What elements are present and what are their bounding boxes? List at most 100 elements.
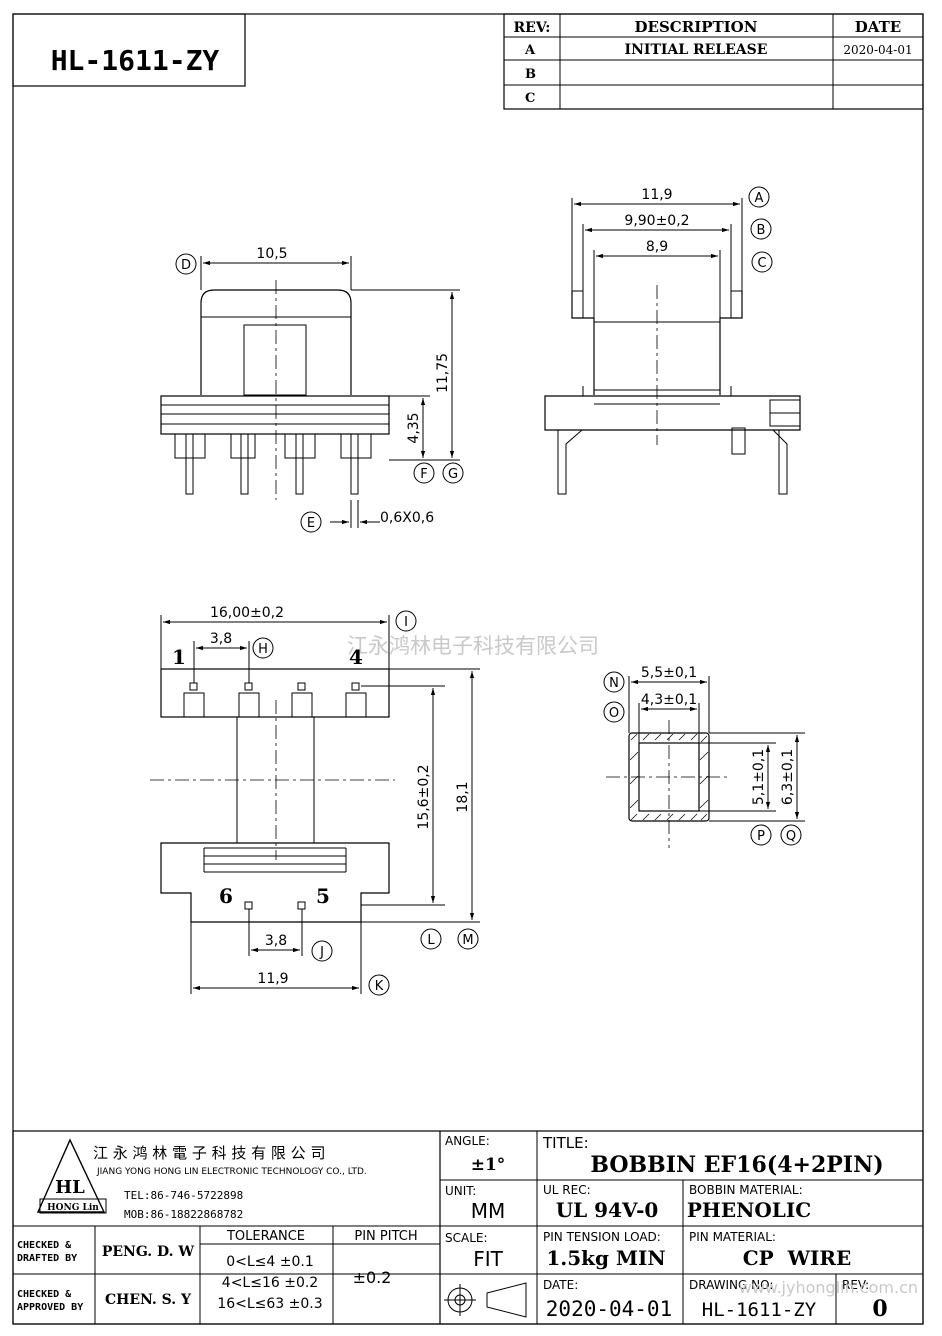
angle-label: ANGLE: (445, 1134, 490, 1148)
company-name-en: JIANG YONG HONG LIN ELECTRONIC TECHNOLOG… (96, 1167, 367, 1177)
unit-value: MM (471, 1199, 506, 1223)
pin-tension-label: PIN TENSION LOAD: (543, 1230, 661, 1244)
svg-text:CHECKED &: CHECKED & (17, 1240, 72, 1251)
pin-material-label: PIN MATERIAL: (689, 1230, 776, 1244)
pin-pitch-label: PIN PITCH (354, 1229, 417, 1244)
callout-b: B (757, 223, 766, 238)
callout-e: E (307, 516, 315, 531)
ul-label: UL REC: (543, 1183, 591, 1197)
company-logo: HL HONG Lin (36, 1138, 107, 1214)
logo-text: HONG Lin (47, 1203, 99, 1213)
drawing-no-label: DRAWING NO: (689, 1278, 773, 1292)
drawing-no-value: HL-1611-ZY (702, 1299, 817, 1321)
dim-core-outer-w: 5,5±0,1 (641, 665, 697, 681)
company-name-cn: 江 永 鸿 林 電 子 科 技 有 限 公 司 (93, 1144, 325, 1162)
ul-value: UL 94V-0 (556, 1198, 659, 1222)
bobbin-material-value: PHENOLIC (687, 1198, 811, 1222)
pin-tension-value: 1.5kg MIN (546, 1246, 665, 1270)
rev-row-b: B (525, 67, 536, 82)
tolerance-label: TOLERANCE (226, 1229, 305, 1244)
callout-h: H (258, 642, 268, 657)
part-number-box: HL-1611-ZY (12, 13, 246, 87)
scale-value: FIT (473, 1247, 503, 1271)
rev-row-a: A (524, 43, 536, 58)
rev-value: 0 (872, 1296, 887, 1322)
callout-o: O (609, 706, 619, 721)
callout-q: Q (786, 829, 796, 844)
dim-bottom-pitch-bot: 3,8 (265, 933, 287, 949)
dim-front-width: 10,5 (256, 246, 287, 262)
pin-label-4: 4 (349, 645, 363, 669)
svg-text:CHECKED &: CHECKED & (17, 1289, 72, 1300)
front-view (160, 280, 390, 500)
tolerance-row-2: 4<L≤16 ±0.2 (222, 1275, 318, 1291)
unit-label: UNIT: (445, 1184, 476, 1198)
dim-bottom-pitch-top: 3,8 (210, 631, 232, 647)
core-section-dimensions: 5,5±0,1 N 4,3±0,1 O 5,1±0,1 P 6,3±0,1 Q (603, 665, 805, 846)
date-value: 2020-04-01 (546, 1297, 672, 1321)
title-label: TITLE: (542, 1134, 589, 1152)
callout-p: P (757, 829, 765, 844)
dim-bottom-base-width: 11,9 (257, 971, 288, 987)
date-col-header: DATE (855, 18, 901, 36)
callout-g: G (448, 467, 458, 482)
dim-side-inner: 8,9 (646, 239, 668, 255)
rev-col-header: REV: (514, 20, 551, 36)
svg-text:APPROVED BY: APPROVED BY (17, 1302, 83, 1313)
dim-core-inner-w: 4,3±0,1 (641, 692, 697, 708)
callout-c: C (757, 256, 766, 271)
callout-l: L (427, 933, 435, 948)
angle-value: ±1° (471, 1155, 506, 1175)
svg-text:DRAFTED BY: DRAFTED BY (17, 1253, 77, 1264)
description-col-header: DESCRIPTION (635, 18, 758, 36)
callout-f: F (420, 467, 427, 482)
revision-table: REV: DESCRIPTION DATE A INITIAL RELEASE … (503, 13, 924, 110)
title-value: BOBBIN EF16(4+2PIN) (590, 1152, 883, 1178)
dim-pin-size: 0,6X0,6 (380, 510, 434, 526)
date-label: DATE: (543, 1278, 578, 1292)
rev-label: REV: (842, 1278, 869, 1292)
callout-n: N (609, 676, 619, 691)
rev-row-a-description: INITIAL RELEASE (625, 42, 768, 58)
callout-j: J (319, 945, 324, 960)
title-block: HL HONG Lin 江 永 鸿 林 電 子 科 技 有 限 公 司 JIAN… (12, 1130, 924, 1325)
dim-core-outer-h: 6,3±0,1 (780, 749, 796, 805)
company-mob: MOB:86-18822868782 (124, 1208, 243, 1221)
pin-label-1: 1 (172, 645, 186, 669)
footer-watermark: www.jyhonglin.com.cn (739, 1278, 918, 1297)
callout-m: M (462, 933, 473, 948)
bottom-view: 1 4 6 5 (150, 645, 395, 923)
dim-side-mid: 9,90±0,2 (624, 213, 689, 229)
tolerance-row-1: 0<L≤4 ±0.1 (226, 1254, 314, 1270)
pin-label-5: 5 (316, 884, 330, 908)
core-section (606, 720, 728, 848)
front-view-dimensions: 10,5 D 11,75 4,35 F G 0,6X0,6 E (175, 246, 464, 533)
bobbin-material-label: BOBBIN MATERIAL: (689, 1183, 803, 1197)
approved-by: CHEN. S. Y (105, 1292, 192, 1308)
scale-label: SCALE: (445, 1231, 488, 1245)
rev-row-c: C (525, 91, 535, 106)
side-view-dimensions: 11,9 A 9,90±0,2 B 8,9 C (571, 186, 773, 318)
svg-text:HL: HL (55, 1177, 85, 1198)
callout-a: A (755, 191, 764, 206)
bottom-view-dimensions: 16,00±0,2 I 3,8 H 15,6±0,2 L 18,1 M 3,8 … (160, 605, 480, 996)
dim-side-outer: 11,9 (641, 187, 672, 203)
callout-d: D (181, 258, 191, 273)
part-number: HL-1611-ZY (51, 44, 220, 77)
dim-bottom-inner: 15,6±0,2 (416, 764, 432, 829)
company-tel: TEL:86-746-5722898 (124, 1189, 243, 1202)
dim-front-base: 4,35 (406, 412, 422, 443)
pin-material-value: CP WIRE (743, 1246, 852, 1270)
projection-symbol (444, 1282, 527, 1318)
callout-k: K (375, 979, 384, 994)
pin-label-6: 6 (219, 884, 233, 908)
dim-bottom-width: 16,00±0,2 (210, 605, 284, 621)
watermark: 江永鸿林电子科技有限公司 (347, 634, 599, 658)
dim-bottom-overall: 18,1 (455, 781, 471, 812)
rev-row-a-date: 2020-04-01 (843, 43, 912, 57)
dim-front-height: 11,75 (435, 353, 451, 393)
tolerance-row-3: 16<L≤63 ±0.3 (217, 1296, 322, 1312)
side-view (544, 285, 801, 495)
pin-pitch-value: ±0.2 (353, 1268, 392, 1287)
